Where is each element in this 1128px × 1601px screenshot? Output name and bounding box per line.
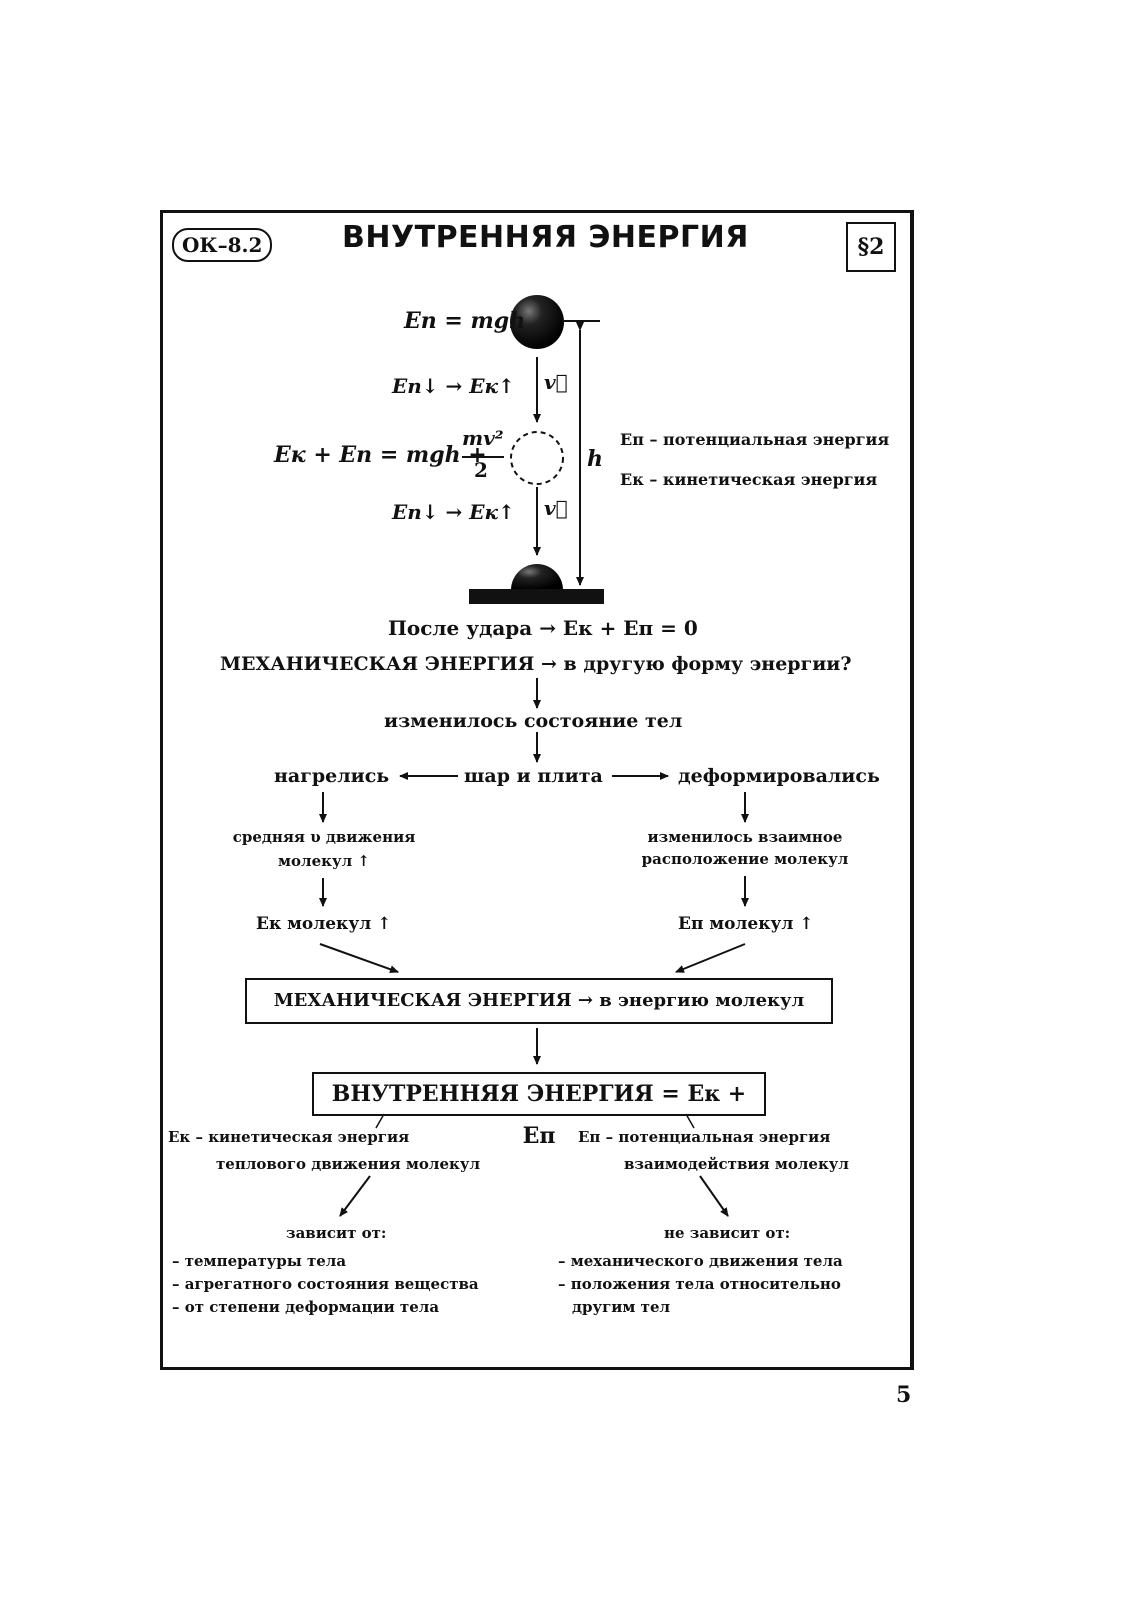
state-changed-text: изменилось состояние тел [384,710,683,732]
internal-energy-box: ВНУТРЕННЯЯ ЭНЕРГИЯ = Eк + Eп [312,1072,766,1149]
energy-transition-1: Eп↓ → Eк↑ [392,374,515,398]
velocity-label-2: v⃗ [544,496,568,520]
fraction-denominator: 2 [474,458,488,482]
kinetic-def-line1: Eк – кинетическая энергия [168,1128,410,1146]
not-depends-item: – механического движения тела [558,1252,843,1270]
mech-to-molecules-text: МЕХАНИЧЕСКАЯ ЭНЕРГИЯ → в энергию молекул [273,990,805,1011]
card-badge: ОК–8.2 [172,228,273,262]
section-marker: §2 [846,222,896,272]
mutual-position-line2: расположение молекул [641,850,849,868]
legend-kinetic: Eк – кинетическая энергия [620,470,878,489]
energy-sum-formula: Eк + Eп = mgh + [274,442,487,468]
not-depends-item: – положения тела относительно [558,1275,841,1293]
arrow-to-not-depends [699,1175,729,1217]
ball-bottom [511,564,563,590]
not-depends-item: другим тел [572,1298,671,1316]
question-text: МЕХАНИЧЕСКАЯ ЭНЕРГИЯ → в другую форму эн… [220,653,852,675]
arrow-ep-to-box [675,943,746,973]
legend-potential: Eп – потенциальная энергия [620,430,890,449]
after-impact-text: После удара → Eк + Eп = 0 [388,616,698,640]
fraction-numerator: mv² [462,426,504,450]
velocity-label-1: v⃗ [544,370,568,394]
summary-card [160,210,914,1370]
arrow-ek-to-box [319,943,399,974]
ball-and-plate-text: шар и плита [464,765,603,787]
heated-text: нагрелись [274,765,390,787]
arrow-to-depends [339,1175,371,1217]
height-label: h [587,446,603,472]
ek-molecules-text: Eк молекул ↑ [256,914,392,934]
potential-def-line1: Eп – потенциальная энергия [578,1128,831,1146]
depends-item: – температуры тела [172,1252,347,1270]
plate [469,589,604,604]
not-depends-on-heading: не зависит от: [664,1224,791,1242]
pointer-ek [375,1113,385,1129]
ball-top [510,295,564,349]
depends-item: – от степени деформации тела [172,1298,440,1316]
avg-speed-line1: средняя υ движения [232,828,416,846]
page-title: ВНУТРЕННЯЯ ЭНЕРГИЯ [342,220,749,255]
potential-energy-formula: Eп = mgh [404,308,526,334]
deformed-text: деформировались [678,765,880,787]
fraction-bar [462,456,504,458]
kinetic-def-line2: теплового движения молекул [216,1155,481,1173]
mech-to-molecules-box: МЕХАНИЧЕСКАЯ ЭНЕРГИЯ → в энергию молекул [245,978,833,1024]
avg-speed-line2: молекул ↑ [278,852,370,870]
depends-item: – агрегатного состояния вещества [172,1275,479,1293]
depends-on-heading: зависит от: [286,1224,387,1242]
potential-def-line2: взаимодействия молекул [624,1155,849,1173]
energy-transition-2: Eп↓ → Eк↑ [392,500,515,524]
internal-energy-text: ВНУТРЕННЯЯ ЭНЕРГИЯ = Eк + Eп [331,1081,747,1149]
ep-molecules-text: Eп молекул ↑ [678,914,814,934]
ball-middle [510,431,564,485]
pointer-ep [685,1113,695,1129]
page-number: 5 [896,1382,912,1408]
mutual-position-line1: изменилось взаимное [647,828,843,846]
